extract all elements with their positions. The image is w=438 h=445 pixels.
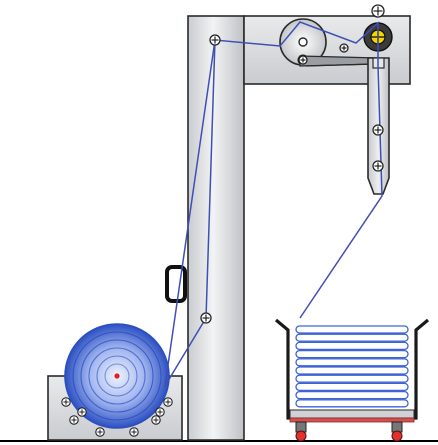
base-bolt [129,427,139,437]
base-bolt [61,397,71,407]
coil-loop [295,333,409,342]
base-bolt [77,407,87,417]
dancer-wheel-hub [298,37,308,47]
fiber-return [205,39,216,319]
cart-rail [289,417,415,423]
coil-loop [295,325,409,334]
basket-bottom [289,409,415,419]
guide-roller-arm-upper [372,124,384,136]
coil-loop [295,390,409,400]
roll-ring [80,339,154,413]
base-bolt [69,415,79,425]
guide-roller-top-traverse [371,4,385,18]
guide-roller-head [339,43,349,53]
supply-roll [64,323,170,429]
base-bolt [163,397,173,407]
coil-loop [295,358,409,367]
coil-loop [295,382,409,392]
basket-cart [289,417,415,442]
collection-basket [274,318,430,420]
base-bolt [95,427,105,437]
coil-loop [295,399,409,408]
supply-roll-center [114,373,120,379]
guide-roller-lower [200,312,212,324]
coil-loop [295,374,409,383]
cart-wheel [295,430,307,442]
cart-wheel [391,430,403,442]
guide-rollers [200,4,385,324]
fiber-path [164,21,383,387]
roll-ring [88,347,146,405]
column-handle[interactable] [165,265,187,303]
fiber-return-2 [164,317,207,387]
base-bolts [61,397,173,437]
coil-loop [295,349,409,359]
guide-roller-top [209,34,221,46]
base-bolt [151,415,161,425]
vertical-column [187,15,245,441]
coil-loop [295,366,409,375]
coil-loop [295,341,409,351]
roll-ring [104,363,130,389]
roll-ring [72,331,162,421]
fiber-coil [295,325,409,408]
guide-roller-pivot [298,55,308,65]
supply-roll-rings [72,331,162,421]
roll-ring [96,355,138,397]
dancer-linkage [305,63,373,67]
guide-roller-arm-lower [372,160,384,172]
base-bolt [155,407,165,417]
